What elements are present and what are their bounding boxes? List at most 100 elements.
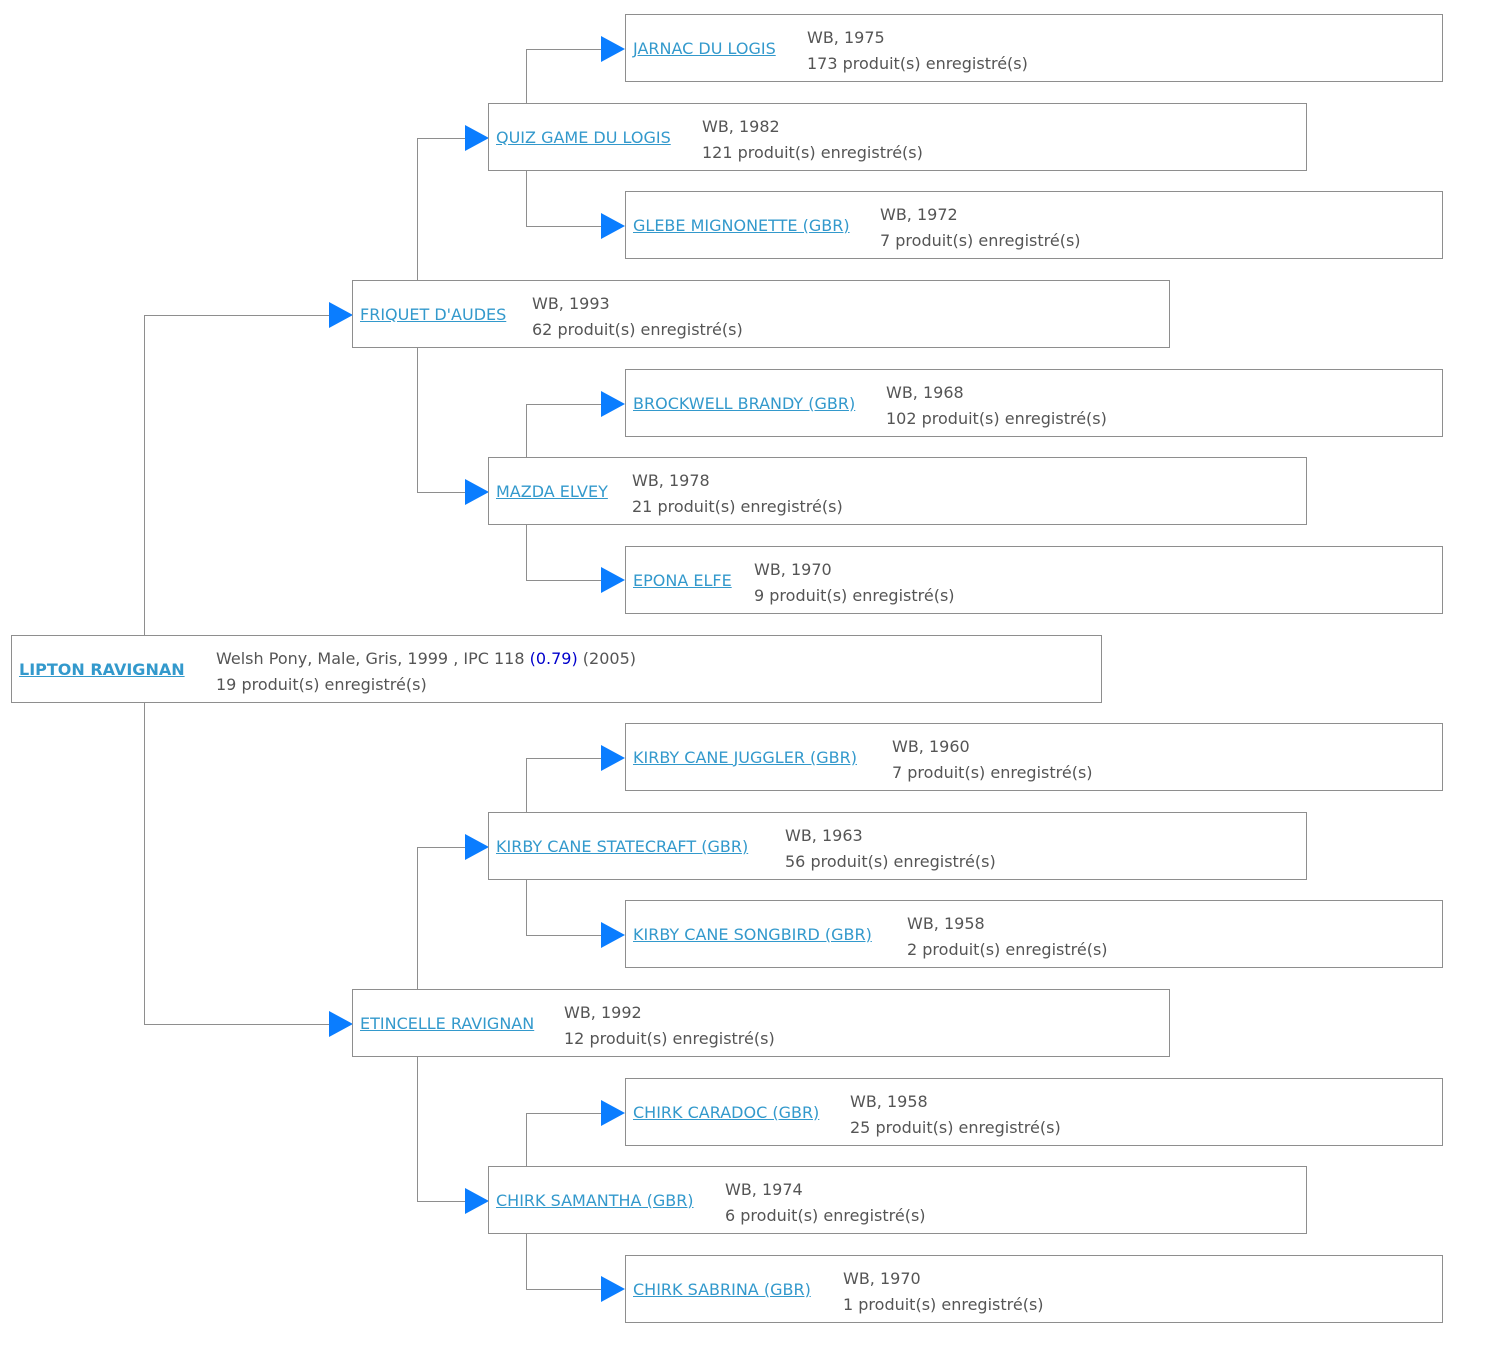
- arrow-icon: [601, 36, 625, 62]
- connector-line: [526, 49, 527, 104]
- ancestor-name-link[interactable]: CHIRK CARADOC (GBR): [633, 1102, 820, 1122]
- ancestor-products: 9 produit(s) enregistré(s): [754, 586, 955, 605]
- ancestor-breed-year: WB, 1992: [564, 1003, 642, 1022]
- ancestor-node: CHIRK CARADOC (GBR) WB, 1958 25 produit(s…: [625, 1078, 1443, 1146]
- ancestor-name-link[interactable]: KIRBY CANE SONGBIRD (GBR): [633, 924, 872, 944]
- ancestor-node: QUIZ GAME DU LOGIS WB, 1982 121 produit(s…: [488, 103, 1307, 171]
- subject-node: LIPTON RAVIGNAN Welsh Pony, Male, Gris, …: [11, 635, 1102, 703]
- connector-line: [417, 492, 465, 493]
- arrow-icon: [601, 1276, 625, 1302]
- ancestor-info: WB, 1993 62 produit(s) enregistré(s): [532, 291, 743, 343]
- connector-line: [526, 1113, 602, 1114]
- connector-line: [144, 702, 145, 1025]
- arrow-icon: [329, 302, 353, 328]
- ancestor-products: 121 produit(s) enregistré(s): [702, 143, 923, 162]
- connector-line: [526, 758, 527, 813]
- ancestor-products: 62 produit(s) enregistré(s): [532, 320, 743, 339]
- arrow-icon: [601, 391, 625, 417]
- connector-line: [417, 1056, 418, 1202]
- arrow-icon: [465, 834, 489, 860]
- connector-line: [526, 935, 602, 936]
- connector-line: [526, 524, 527, 581]
- subject-name-link[interactable]: LIPTON RAVIGNAN: [19, 659, 185, 679]
- ancestor-breed-year: WB, 1993: [532, 294, 610, 313]
- ancestor-name-link[interactable]: FRIQUET D'AUDES: [360, 304, 507, 324]
- ancestor-node: CHIRK SABRINA (GBR) WB, 1970 1 produit(s)…: [625, 1255, 1443, 1323]
- ancestor-name-link[interactable]: JARNAC DU LOGIS: [633, 38, 776, 58]
- arrow-icon: [601, 922, 625, 948]
- ancestor-breed-year: WB, 1958: [850, 1092, 928, 1111]
- ancestor-name-link[interactable]: KIRBY CANE JUGGLER (GBR): [633, 747, 857, 767]
- ancestor-products: 7 produit(s) enregistré(s): [880, 231, 1081, 250]
- ancestor-breed-year: WB, 1958: [907, 914, 985, 933]
- ancestor-node: CHIRK SAMANTHA (GBR) WB, 1974 6 produit(s…: [488, 1166, 1307, 1234]
- arrow-icon: [465, 1188, 489, 1214]
- ancestor-name-link[interactable]: CHIRK SABRINA (GBR): [633, 1279, 811, 1299]
- ancestor-info: WB, 1982 121 produit(s) enregistré(s): [702, 114, 923, 166]
- ancestor-products: 2 produit(s) enregistré(s): [907, 940, 1108, 959]
- connector-line: [417, 347, 418, 493]
- arrow-icon: [465, 479, 489, 505]
- ancestor-node: FRIQUET D'AUDES WB, 1993 62 produit(s) en…: [352, 280, 1170, 348]
- connector-line: [526, 1113, 527, 1167]
- ancestor-breed-year: WB, 1982: [702, 117, 780, 136]
- ancestor-breed-year: WB, 1970: [843, 1269, 921, 1288]
- connector-line: [144, 315, 330, 316]
- ancestor-name-link[interactable]: BROCKWELL BRANDY (GBR): [633, 393, 856, 413]
- ancestor-name-link[interactable]: ETINCELLE RAVIGNAN: [360, 1013, 535, 1033]
- subject-products: 19 produit(s) enregistré(s): [216, 675, 427, 694]
- ancestor-breed-year: WB, 1975: [807, 28, 885, 47]
- connector-line: [417, 1201, 465, 1202]
- ancestor-breed-year: WB, 1970: [754, 560, 832, 579]
- ancestor-name-link[interactable]: GLEBE MIGNONETTE (GBR): [633, 215, 850, 235]
- ancestor-info: WB, 1970 1 produit(s) enregistré(s): [843, 1266, 1044, 1318]
- ancestor-products: 1 produit(s) enregistré(s): [843, 1295, 1044, 1314]
- ancestor-breed-year: WB, 1974: [725, 1180, 803, 1199]
- subject-info-suffix: (2005): [577, 649, 637, 668]
- ancestor-info: WB, 1970 9 produit(s) enregistré(s): [754, 557, 955, 609]
- arrow-icon: [601, 567, 625, 593]
- connector-line: [417, 138, 418, 281]
- subject-info: Welsh Pony, Male, Gris, 1999 , IPC 118 (…: [216, 646, 636, 698]
- subject-info-prefix: Welsh Pony, Male, Gris, 1999 , IPC 118: [216, 649, 530, 668]
- ancestor-products: 7 produit(s) enregistré(s): [892, 763, 1093, 782]
- connector-line: [526, 580, 602, 581]
- connector-line: [526, 226, 602, 227]
- connector-line: [526, 1289, 602, 1290]
- ancestor-name-link[interactable]: QUIZ GAME DU LOGIS: [496, 127, 671, 147]
- arrow-icon: [601, 1100, 625, 1126]
- connector-line: [526, 758, 602, 759]
- ancestor-name-link[interactable]: KIRBY CANE STATECRAFT (GBR): [496, 836, 749, 856]
- ancestor-info: WB, 1958 25 produit(s) enregistré(s): [850, 1089, 1061, 1141]
- ancestor-breed-year: WB, 1978: [632, 471, 710, 490]
- ancestor-node: MAZDA ELVEY WB, 1978 21 produit(s) enregi…: [488, 457, 1307, 525]
- ancestor-name-link[interactable]: CHIRK SAMANTHA (GBR): [496, 1190, 694, 1210]
- connector-line: [417, 847, 418, 990]
- ancestor-breed-year: WB, 1968: [886, 383, 964, 402]
- ancestor-products: 56 produit(s) enregistré(s): [785, 852, 996, 871]
- ancestor-node: KIRBY CANE SONGBIRD (GBR) WB, 1958 2 prod…: [625, 900, 1443, 968]
- connector-line: [417, 847, 465, 848]
- connector-line: [526, 404, 602, 405]
- ancestor-products: 6 produit(s) enregistré(s): [725, 1206, 926, 1225]
- arrow-icon: [601, 745, 625, 771]
- ipc-value: (0.79): [529, 649, 578, 668]
- ancestor-products: 21 produit(s) enregistré(s): [632, 497, 843, 516]
- ancestor-products: 25 produit(s) enregistré(s): [850, 1118, 1061, 1137]
- ancestor-name-link[interactable]: MAZDA ELVEY: [496, 481, 608, 501]
- ancestor-name-link[interactable]: EPONA ELFE: [633, 570, 732, 590]
- connector-line: [526, 49, 602, 50]
- ancestor-node: EPONA ELFE WB, 1970 9 produit(s) enregist…: [625, 546, 1443, 614]
- connector-line: [526, 170, 527, 227]
- arrow-icon: [601, 213, 625, 239]
- arrow-icon: [329, 1011, 353, 1037]
- ancestor-info: WB, 1974 6 produit(s) enregistré(s): [725, 1177, 926, 1229]
